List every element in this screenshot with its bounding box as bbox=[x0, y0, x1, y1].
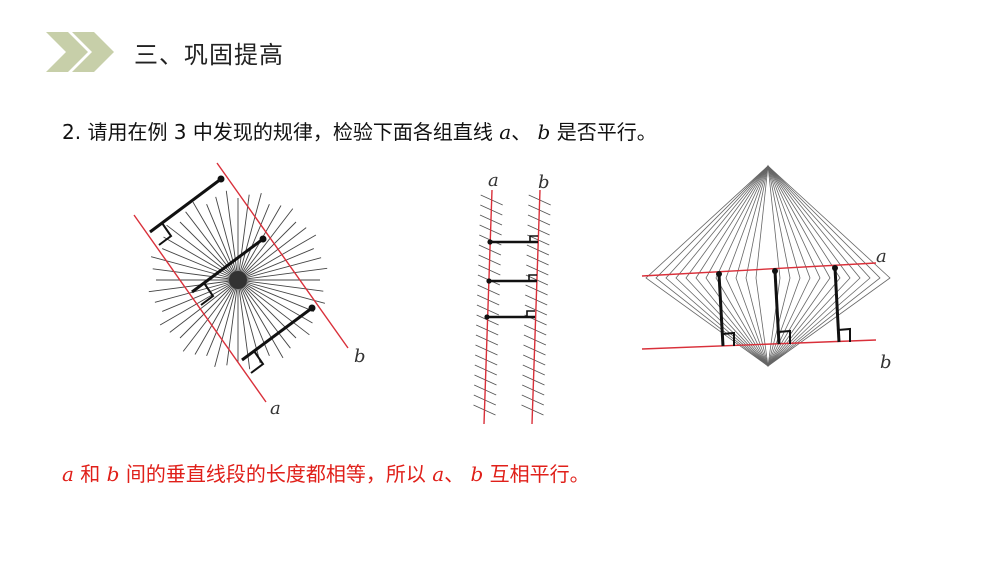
line-a bbox=[483, 189, 493, 425]
radial-ray bbox=[237, 267, 328, 281]
diamond-outline bbox=[745, 165, 791, 367]
radial-ray bbox=[182, 279, 239, 352]
radial-ray bbox=[162, 248, 239, 281]
radial-ray bbox=[152, 268, 239, 281]
line-b bbox=[216, 162, 349, 349]
radial-ray bbox=[163, 236, 239, 281]
line-a bbox=[133, 214, 267, 403]
section-title: 三、巩固提高 bbox=[134, 40, 284, 69]
radial-ray bbox=[237, 208, 294, 281]
diamond-outline bbox=[715, 165, 821, 367]
right-angle-marks bbox=[158, 222, 265, 374]
radial-ray bbox=[215, 196, 239, 281]
figure-hatched-lines: a b bbox=[473, 170, 551, 425]
radial-ray bbox=[166, 224, 239, 281]
radial-ray bbox=[179, 221, 239, 281]
question-prefix: 2. 请用在例 3 中发现的规律，检验下面各组直线 bbox=[62, 120, 500, 144]
endpoint-dots bbox=[484, 239, 493, 320]
radial-ray bbox=[159, 279, 239, 326]
answer-var-b: b bbox=[106, 462, 120, 486]
label-a: a bbox=[876, 246, 887, 267]
figure-radial-lines: b a bbox=[133, 162, 366, 419]
radial-ray bbox=[237, 279, 291, 349]
label-b: b bbox=[354, 346, 366, 367]
label-a: a bbox=[270, 398, 281, 419]
endpoint-dots bbox=[716, 265, 838, 277]
answer-var-a2: a bbox=[432, 462, 445, 486]
radial-ray bbox=[237, 221, 297, 281]
question-text: 2. 请用在例 3 中发现的规律，检验下面各组直线 a、 b 是否平行。 bbox=[62, 116, 657, 145]
radial-ray bbox=[237, 257, 322, 281]
figure-nested-diamonds: a b bbox=[641, 164, 892, 373]
line-b bbox=[641, 339, 877, 350]
radial-ray bbox=[206, 204, 239, 281]
radial-ray bbox=[237, 279, 284, 359]
radial-ray bbox=[237, 248, 314, 281]
question-var-a: a bbox=[499, 120, 512, 144]
radial-ray bbox=[169, 279, 239, 333]
radial-ray bbox=[225, 190, 239, 281]
answer-part3: 互相平行。 bbox=[483, 462, 590, 486]
radial-ray bbox=[237, 279, 314, 312]
endpoint-dots bbox=[217, 175, 316, 312]
radial-ray bbox=[192, 201, 239, 281]
radial-ray bbox=[154, 279, 239, 303]
radial-ray bbox=[179, 279, 239, 339]
label-b: b bbox=[880, 352, 892, 373]
double-chevron-right-icon bbox=[46, 32, 114, 72]
radial-ray bbox=[237, 279, 324, 292]
answer-part1: 和 bbox=[73, 462, 107, 486]
perpendicular-segments bbox=[487, 240, 538, 319]
answer-separator: 、 bbox=[444, 462, 471, 486]
answer-part2: 间的垂直线段的长度都相等，所以 bbox=[119, 462, 433, 486]
radial-ray bbox=[237, 227, 307, 281]
question-suffix: 是否平行。 bbox=[550, 120, 657, 144]
radial-ray bbox=[237, 234, 317, 281]
label-a: a bbox=[488, 170, 499, 191]
radial-ray bbox=[226, 279, 239, 366]
radial-ray bbox=[237, 279, 326, 304]
radial-center bbox=[229, 271, 247, 289]
answer-text: a 和 b 间的垂直线段的长度都相等，所以 a、 b 互相平行。 bbox=[62, 458, 590, 487]
radial-ray bbox=[185, 211, 239, 281]
right-angle-marks bbox=[526, 235, 538, 317]
diamond-outline bbox=[655, 165, 881, 367]
radial-ray bbox=[237, 192, 262, 281]
line-b bbox=[531, 189, 541, 425]
radial-ray bbox=[237, 204, 270, 281]
radial-ray bbox=[237, 194, 250, 281]
radial-ray bbox=[148, 279, 239, 293]
label-b: b bbox=[538, 172, 550, 193]
question-separator: 、 bbox=[511, 120, 538, 144]
diamond-outline bbox=[725, 164, 811, 367]
answer-var-b2: b bbox=[470, 462, 484, 486]
question-var-b: b bbox=[537, 120, 551, 144]
section-header: 三、巩固提高 bbox=[44, 28, 284, 76]
radial-ray bbox=[162, 279, 239, 312]
right-angle-marks bbox=[721, 327, 851, 346]
radial-ray bbox=[214, 279, 239, 368]
radial-ray bbox=[194, 279, 239, 355]
radial-ray bbox=[237, 279, 297, 339]
line-a bbox=[641, 262, 877, 277]
radial-ray bbox=[206, 279, 239, 356]
answer-var-a: a bbox=[62, 462, 74, 486]
diamond-outline bbox=[645, 165, 891, 367]
radial-ray bbox=[237, 279, 310, 336]
